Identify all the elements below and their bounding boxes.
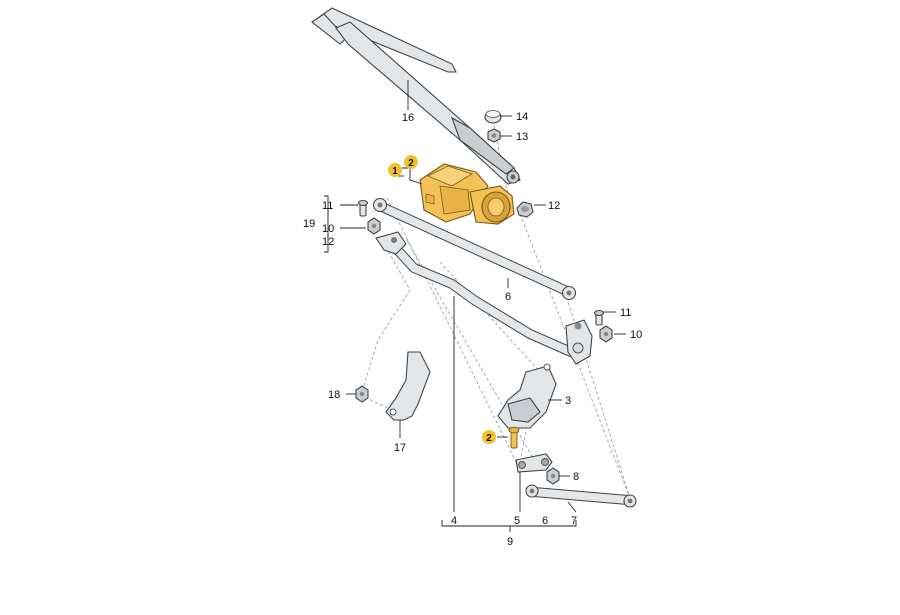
callout-2-upper: 2 [408, 158, 414, 169]
bolt-part-2-lower [508, 426, 520, 449]
nut-part-13 [487, 128, 501, 143]
callout-7: 7 [571, 515, 577, 527]
nut-part-12-upper [516, 201, 534, 218]
callout-8: 8 [573, 471, 579, 483]
callout-2-lower: 2 [486, 433, 492, 444]
crank-part-5 [515, 453, 553, 473]
callout-16: 16 [402, 112, 414, 124]
callout-11-left: 11 [322, 200, 333, 212]
callout-14: 14 [516, 111, 528, 123]
wiper-motor [419, 163, 515, 225]
callout-10-right: 10 [630, 329, 642, 341]
bracket-part-17 [385, 351, 431, 421]
linkage-frame-part-4 [375, 231, 593, 365]
callout-12-left: 12 [322, 236, 334, 248]
callout-10-left: 10 [322, 223, 334, 235]
nut-part-8 [546, 467, 560, 485]
callout-19: 19 [303, 218, 315, 230]
nut-part-10-right [599, 325, 613, 343]
callout-12-upper: 12 [548, 200, 560, 212]
wiper-arm [311, 7, 521, 185]
callout-3: 3 [565, 395, 571, 407]
bolt-part-11-left [357, 199, 369, 217]
callout-13: 13 [516, 131, 528, 143]
callout-6-lower: 6 [542, 515, 548, 527]
callout-18: 18 [328, 389, 340, 401]
callout-1: 1 [392, 166, 398, 177]
nut-part-10-left [367, 217, 381, 235]
callout-6-rod: 6 [505, 291, 511, 303]
callout-4: 4 [451, 515, 457, 527]
bolt-part-11-right [593, 309, 605, 326]
nut-part-18 [355, 385, 369, 403]
leader-lines [324, 80, 626, 532]
callout-badge-2-lower [482, 430, 496, 444]
callout-11-right: 11 [620, 307, 631, 319]
drive-rod-part-6 [372, 197, 577, 301]
callout-9: 9 [507, 536, 513, 548]
callout-17: 17 [394, 442, 406, 454]
callout-badge-1 [388, 163, 402, 177]
callout-badge-2-upper [404, 155, 418, 169]
callout-5: 5 [514, 515, 520, 527]
drive-rod-part-7 [525, 484, 637, 508]
cap-part-14 [484, 110, 502, 124]
mounting-bracket-part-3 [497, 363, 557, 429]
